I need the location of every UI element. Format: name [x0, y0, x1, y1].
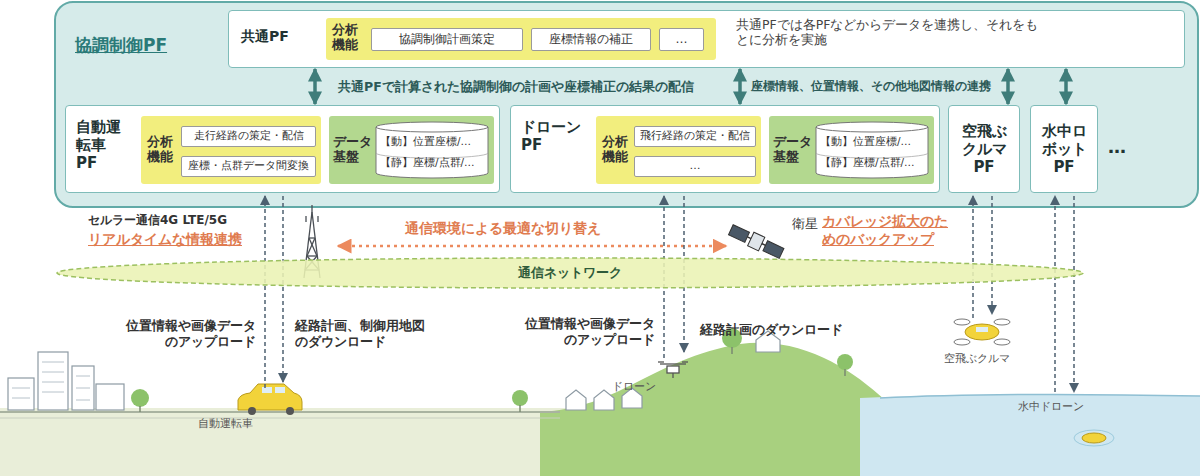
node-heading: …	[660, 29, 703, 49]
function-item: 協調制御計画策定	[371, 28, 523, 51]
node-heading: 座標・点群データ間変換	[182, 157, 315, 175]
node-heading: ドローンPF	[521, 118, 583, 154]
flying-car-illustration	[954, 319, 1010, 345]
car-illustration	[238, 384, 302, 415]
cylinder-outline	[815, 121, 929, 179]
node-text: 【静】座標/点群/…	[380, 156, 485, 169]
node-heading: 協調制御PF	[75, 35, 195, 55]
flow-label: 経路計画のダウンロード	[700, 322, 843, 338]
node-heading: データ基盤	[773, 134, 815, 164]
node-heading: 水中ロボットPF	[1041, 122, 1087, 176]
node-heading: データ基盤	[333, 134, 375, 164]
platform-group: 協調制御計画策定座標情報の補正…分析機能共通PF共通PFでは各PFなどからデータ…	[55, 2, 1198, 207]
sync-arrow	[1064, 69, 1068, 104]
function-item: 座標情報の補正	[531, 28, 651, 51]
flow-label: 座標情報、位置情報、その他地図情報の連携	[748, 79, 994, 94]
hill	[540, 343, 885, 476]
node-heading: 分析機能	[147, 134, 175, 164]
platform-panel	[55, 2, 1198, 207]
node-heading: 共通PF	[241, 28, 321, 45]
node-text: 【静】座標/点群/…	[820, 156, 925, 169]
node-heading: 通信ネットワーク	[55, 256, 1085, 290]
sync-arrow	[313, 69, 317, 104]
satellite	[728, 223, 785, 260]
node-heading: 【動】位置座標/…	[820, 135, 925, 148]
road	[0, 411, 560, 413]
function-item: 走行経路の策定・配信	[181, 126, 316, 147]
cylinder-outline	[375, 121, 489, 179]
data-flow-arrows	[265, 196, 1074, 392]
vehicle-platform-box: 走行経路の策定・配信座標・点群データ間変換分析機能 【動】位置座標/… 【静】座標/…	[65, 105, 500, 193]
flow-label: 位置情報や画像データのアップロード	[126, 318, 256, 349]
underwater-drone-illustration	[1074, 430, 1114, 446]
database-cylinder: 【動】位置座標/… 【静】座標/点群/…	[375, 121, 489, 179]
node-heading: 走行経路の策定・配信	[182, 127, 315, 145]
sync-arrow	[1006, 69, 1010, 104]
node-heading: 【動】位置座標/…	[380, 135, 485, 148]
function-item: 飛行経路の策定・配信	[634, 126, 756, 147]
feature-label: リアルタイムな情報連携	[88, 231, 242, 249]
vehicle-label: 空飛ぶクルマ	[944, 352, 1010, 366]
node-heading: …	[635, 157, 755, 175]
node-heading: 協調制御計画策定	[372, 29, 522, 49]
common-platform-box: 協調制御計画策定座標情報の補正 … 分析機能共通PF 共通PFでは各PFなどからデータ…	[228, 10, 1185, 68]
analysis-group: 走行経路の策定・配信座標・点群データ間変換分析機能	[141, 116, 321, 184]
database-cylinder: 【動】位置座標/… 【静】座標/点群/…	[815, 121, 929, 179]
flow-label: 位置情報や画像データのアップロード	[525, 316, 655, 347]
flow-label: 経路計画、制御用地図のダウンロード	[295, 318, 425, 349]
buildings	[8, 352, 124, 410]
network-label: 衛星	[792, 216, 818, 232]
vehicle-label: 水中ドローン	[1018, 400, 1084, 414]
flow-label: 共通PFで計算された協調制御の計画や座標補正の結果の配信	[335, 79, 697, 95]
vehicle-label: ドローン	[612, 380, 656, 394]
water	[860, 394, 1200, 476]
sync-arrow	[738, 69, 742, 104]
network-label: セルラー通信4G LTE/5G	[88, 213, 227, 228]
drone-platform-box: 飛行経路の策定・配信 … 分析機能 【動】位置座標/… 【静】座標/点群/… データ基盤 ド…	[510, 105, 940, 193]
switch-arrow	[338, 245, 726, 248]
underwater-platform-box: 水中ロボットPF	[1030, 105, 1098, 193]
function-item: …	[634, 156, 756, 177]
feature-label: カバレッジ拡大のためのバックアップ	[822, 213, 952, 248]
data-platform-group: 【動】位置座標/… 【静】座標/点群/… データ基盤	[329, 116, 494, 184]
function-item: 座標・点群データ間変換	[181, 156, 316, 177]
analysis-group: 協調制御計画策定座標情報の補正 … 分析機能	[326, 18, 716, 60]
flying-car-platform-box: 空飛ぶクルマPF	[948, 105, 1020, 193]
drone-illustration	[658, 362, 688, 378]
feature-label: 通信環境による最適な切り替え	[405, 220, 601, 238]
data-platform-group: 【動】位置座標/… 【静】座標/点群/… データ基盤	[769, 116, 934, 184]
node-heading: 分析機能	[602, 134, 630, 164]
node-heading: 自動運転車PF	[76, 118, 123, 172]
node-heading: 空飛ぶクルマPF	[961, 122, 1007, 176]
network-band: 通信ネットワーク	[55, 256, 1085, 292]
node-text: 共通PFでは各PFなどからデータを連携し、それをもとに分析を実施	[736, 17, 1041, 47]
vehicle-label: 自動運転車	[198, 417, 253, 431]
node-heading: 座標情報の補正	[532, 29, 650, 49]
function-item: …	[659, 28, 704, 51]
node-heading: 分析機能	[332, 22, 360, 52]
node-heading: 飛行経路の策定・配信	[635, 127, 755, 145]
more-mark: …	[1108, 136, 1126, 159]
analysis-group: 飛行経路の策定・配信 … 分析機能	[596, 116, 761, 184]
